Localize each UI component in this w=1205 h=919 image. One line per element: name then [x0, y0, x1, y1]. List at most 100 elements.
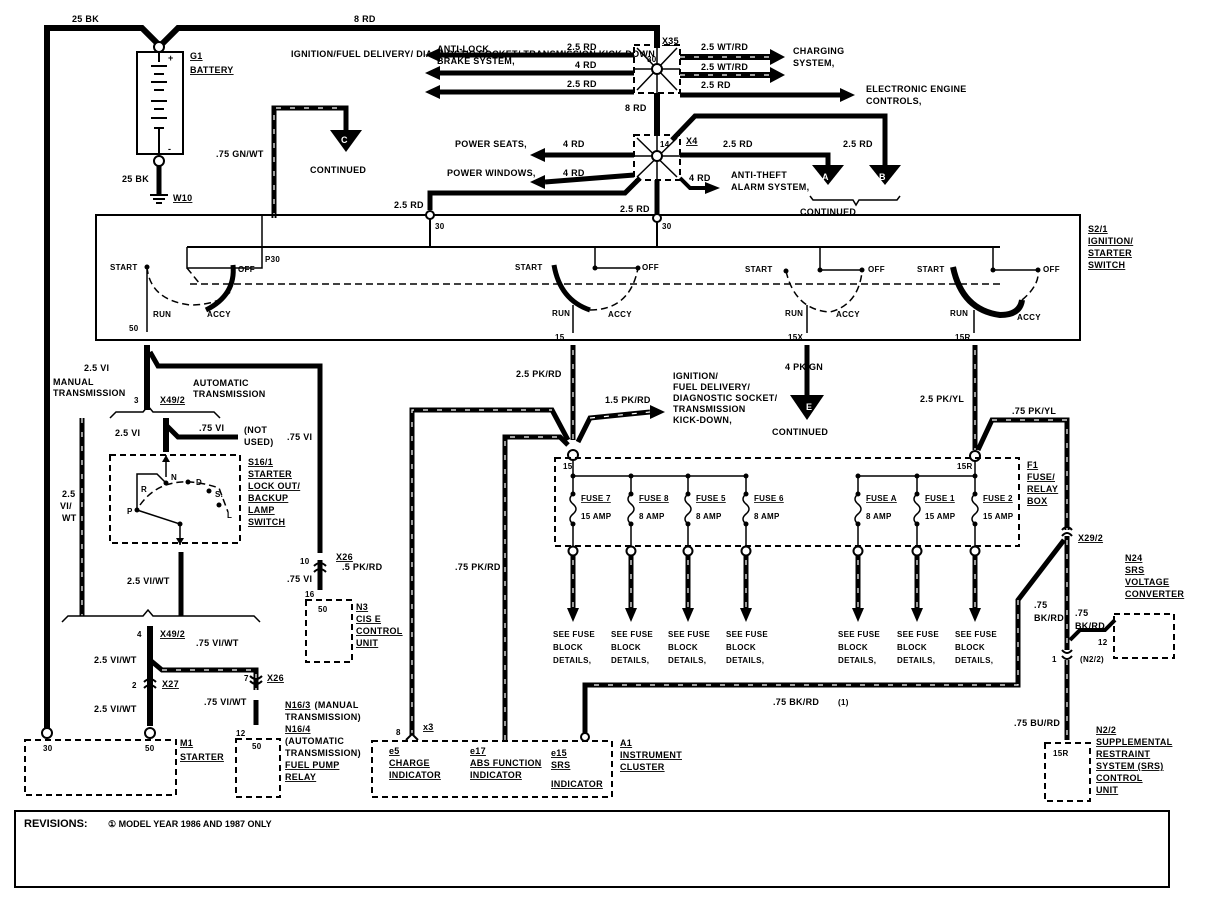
fuse-details-label: DETAILS,: [897, 656, 935, 665]
junction-dot: [743, 473, 749, 479]
destination-label: IGNITION/FUEL DELIVERY/ DIAGNOSTIC SOCKE…: [291, 49, 655, 59]
svg-text:STARTER: STARTER: [180, 752, 224, 762]
switch-id: S2/1: [1088, 224, 1108, 234]
wire-label: .75 PK/YL: [1012, 406, 1056, 416]
svg-text:SRS: SRS: [1125, 565, 1144, 575]
x4-splice: [427, 113, 901, 218]
wire-label: 8 RD: [625, 103, 647, 113]
revisions-note: ① MODEL YEAR 1986 AND 1987 ONLY: [108, 819, 272, 829]
output-terminal: [740, 545, 752, 557]
wire-label: .75 VI/WT: [196, 638, 239, 648]
svg-text:30: 30: [435, 222, 445, 231]
wire-label: 25 BK: [72, 14, 99, 24]
fuse-details-label: SEE FUSE: [838, 630, 880, 639]
x27-connector: [143, 675, 263, 689]
fuse-details-label: DETAILS,: [611, 656, 649, 665]
arrow-icon: [852, 608, 864, 622]
junction-dot: [855, 473, 861, 479]
svg-text:INDICATOR: INDICATOR: [551, 779, 603, 789]
svg-text:RUN: RUN: [552, 309, 570, 318]
x26-label: X26: [336, 552, 353, 562]
wire-label: .75 BK/RD: [773, 697, 819, 707]
n3-id: N3: [356, 602, 368, 612]
fuel-pump-relay: [235, 738, 281, 798]
svg-text:VOLTAGE: VOLTAGE: [1125, 577, 1169, 587]
wire-label: 2.5 WT/RD: [701, 42, 748, 52]
fuse-name: FUSE 2: [983, 494, 1013, 503]
main-feed-wires: [44, 25, 660, 728]
x35-label: X35: [662, 36, 679, 46]
svg-text:12: 12: [1098, 638, 1108, 647]
wire-label: 4 RD: [563, 168, 585, 178]
wire-label: 2.5 RD: [567, 79, 597, 89]
svg-text:CONTROL: CONTROL: [356, 626, 403, 636]
svg-text:CIS E: CIS E: [356, 614, 381, 624]
x27-label: X27: [162, 679, 179, 689]
svg-text:+: +: [168, 53, 174, 63]
wire-label: 2.5 PK/RD: [516, 369, 562, 379]
fuse-icon: [854, 493, 862, 525]
fuse-name: FUSE 5: [696, 494, 726, 503]
svg-text:INDICATOR: INDICATOR: [470, 770, 522, 780]
svg-text:50: 50: [129, 324, 139, 333]
svg-text:16: 16: [305, 590, 315, 599]
ignition-switch: [95, 210, 1081, 341]
fuse-icon: [569, 493, 577, 525]
svg-text:D: D: [196, 478, 202, 487]
term50-wires: [61, 345, 323, 726]
lockout-id: S16/1: [248, 457, 273, 467]
svg-text:P30: P30: [265, 255, 280, 264]
svg-text:FUSE/: FUSE/: [1027, 472, 1055, 482]
wire-label: 2.5 VI/WT: [94, 704, 137, 714]
svg-text:RUN: RUN: [785, 309, 803, 318]
svg-text:15R: 15R: [955, 333, 971, 342]
svg-text:ACCY: ACCY: [608, 310, 632, 319]
wire-label: .75 VI: [199, 423, 224, 433]
arrow-icon: [682, 608, 694, 622]
svg-text:7: 7: [244, 674, 249, 683]
fuse-rating: 8 AMP: [639, 512, 665, 521]
wire-label: 2.5 VI: [84, 363, 109, 373]
svg-text:ACCY: ACCY: [836, 310, 860, 319]
junction-dot: [972, 473, 978, 479]
svg-text:e5: e5: [389, 746, 400, 756]
fuel-relay-label: N16/3(MANUAL TRANSMISSION) N16/4 (AUTOMA…: [285, 700, 364, 782]
svg-text:LOCK OUT/: LOCK OUT/: [248, 481, 300, 491]
fuse-name: FUSE 6: [754, 494, 784, 503]
svg-text:50: 50: [252, 742, 262, 751]
wire-label: 2.5 VI/WT: [94, 655, 137, 665]
svg-text:(N2/2): (N2/2): [1080, 655, 1104, 664]
svg-text:RUN: RUN: [950, 309, 968, 318]
output-terminal: [969, 545, 981, 557]
fuse-details-label: SEE FUSE: [955, 630, 997, 639]
svg-text:SUPPLEMENTAL: SUPPLEMENTAL: [1096, 737, 1173, 747]
connector-a-label: A: [822, 172, 829, 182]
svg-text:12: 12: [236, 729, 246, 738]
fuse-details-label: BLOCK: [611, 643, 641, 652]
svg-text:CLUSTER: CLUSTER: [620, 762, 665, 772]
svg-text:S.: S.: [215, 490, 223, 499]
svg-text:N: N: [171, 473, 177, 482]
svg-text:e15: e15: [551, 748, 567, 758]
junction-dot: [570, 473, 576, 479]
arrow-icon: [969, 608, 981, 622]
fuse-details-label: BLOCK: [838, 643, 868, 652]
connector-b-label: B: [879, 172, 886, 182]
wire-label: 2.5 RD: [723, 139, 753, 149]
svg-text:15: 15: [563, 462, 573, 471]
svg-text:50: 50: [145, 744, 155, 753]
svg-text:STARTER: STARTER: [1088, 248, 1132, 258]
starter-motor: [24, 727, 177, 796]
wire-label: 2.5 VI/WT: [127, 576, 170, 586]
svg-text:SWITCH: SWITCH: [1088, 260, 1125, 270]
arrow-icon: [911, 608, 923, 622]
wire-label: 2.5 PK/YL: [920, 394, 964, 404]
svg-text:50: 50: [318, 605, 328, 614]
svg-text:ACCY: ACCY: [207, 310, 231, 319]
